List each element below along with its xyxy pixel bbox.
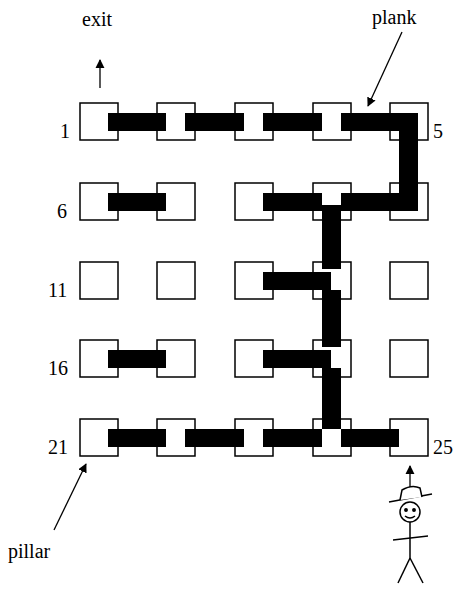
plank <box>341 429 399 447</box>
leg <box>398 558 410 583</box>
pillar-grid <box>80 103 428 456</box>
exit-arrow <box>99 60 100 88</box>
plank <box>322 205 341 269</box>
plank <box>263 113 322 131</box>
plank <box>263 272 331 290</box>
plank <box>341 193 418 211</box>
leader-arrow <box>54 464 86 530</box>
pillar <box>390 262 428 299</box>
plank <box>263 429 322 447</box>
head <box>400 502 420 522</box>
plank <box>108 350 166 368</box>
plank <box>185 113 244 131</box>
callout-number: 6 <box>57 200 67 222</box>
callout-number: 21 <box>48 436 68 458</box>
plank <box>108 193 166 211</box>
plank <box>322 290 341 347</box>
plank <box>185 429 244 447</box>
part-label: pillar <box>8 540 50 562</box>
plank <box>322 368 341 429</box>
leg <box>410 558 423 583</box>
leader-arrow <box>368 32 402 106</box>
part-label: plank <box>372 6 416 28</box>
plank <box>108 429 166 447</box>
callout-number: 16 <box>48 357 68 379</box>
callout-number: 1 <box>60 120 70 142</box>
plank <box>399 113 418 193</box>
hat-crown <box>400 486 422 500</box>
arms <box>393 536 428 540</box>
plank <box>108 113 166 131</box>
eye <box>405 509 407 511</box>
callout-number: 25 <box>433 436 453 458</box>
body <box>409 522 411 558</box>
callout-number: 11 <box>48 279 67 301</box>
pillar <box>390 340 428 377</box>
planks <box>108 113 418 447</box>
plank <box>263 350 331 368</box>
part-label: exit <box>82 8 112 30</box>
mouth <box>405 516 415 518</box>
plank <box>263 193 322 211</box>
pointer-arrows <box>54 32 410 530</box>
stick-figure <box>389 486 432 583</box>
callout-number: 5 <box>433 120 443 142</box>
pillar <box>157 262 195 299</box>
pillar <box>80 262 118 299</box>
eye <box>413 509 415 511</box>
